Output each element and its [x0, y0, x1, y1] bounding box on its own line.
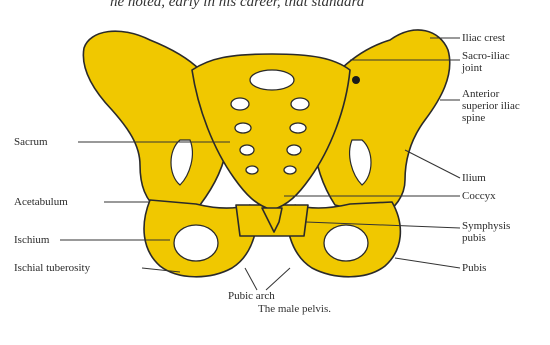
sacral-canal: [250, 70, 294, 90]
label-acetabulum: Acetabulum: [14, 196, 68, 208]
left-obturator-foramen: [174, 225, 218, 261]
leader-ilium: [405, 150, 460, 178]
sacral-foramen-r3: [287, 145, 301, 155]
asis-dot: [352, 76, 360, 84]
right-obturator-foramen: [324, 225, 368, 261]
sacral-foramen-r2: [290, 123, 306, 133]
leader-pubic-arch-l: [245, 268, 257, 290]
sacral-foramen-l3: [240, 145, 254, 155]
sacral-foramen-l1: [231, 98, 249, 110]
label-sacro-iliac-joint: Sacro-iliac joint: [462, 50, 522, 74]
label-pubis: Pubis: [462, 262, 486, 274]
label-iliac-crest: Iliac crest: [462, 32, 505, 44]
label-pubic-arch: Pubic arch: [228, 290, 275, 302]
sacral-foramen-l2: [235, 123, 251, 133]
figure-caption: The male pelvis.: [258, 303, 331, 315]
leader-pubic-arch-r: [266, 268, 290, 290]
label-symphysis-pubis: Symphysis pubis: [462, 220, 532, 244]
label-asis: Anterior superior iliac spine: [462, 88, 524, 124]
sacral-foramen-l4: [246, 166, 258, 174]
sacral-foramen-r1: [291, 98, 309, 110]
label-ischium: Ischium: [14, 234, 49, 246]
leader-pubis: [395, 258, 460, 268]
label-ischial-tuberosity: Ischial tuberosity: [14, 262, 90, 274]
sacral-foramen-r4: [284, 166, 296, 174]
label-ilium: Ilium: [462, 172, 486, 184]
label-coccyx: Coccyx: [462, 190, 496, 202]
label-sacrum: Sacrum: [14, 136, 48, 148]
